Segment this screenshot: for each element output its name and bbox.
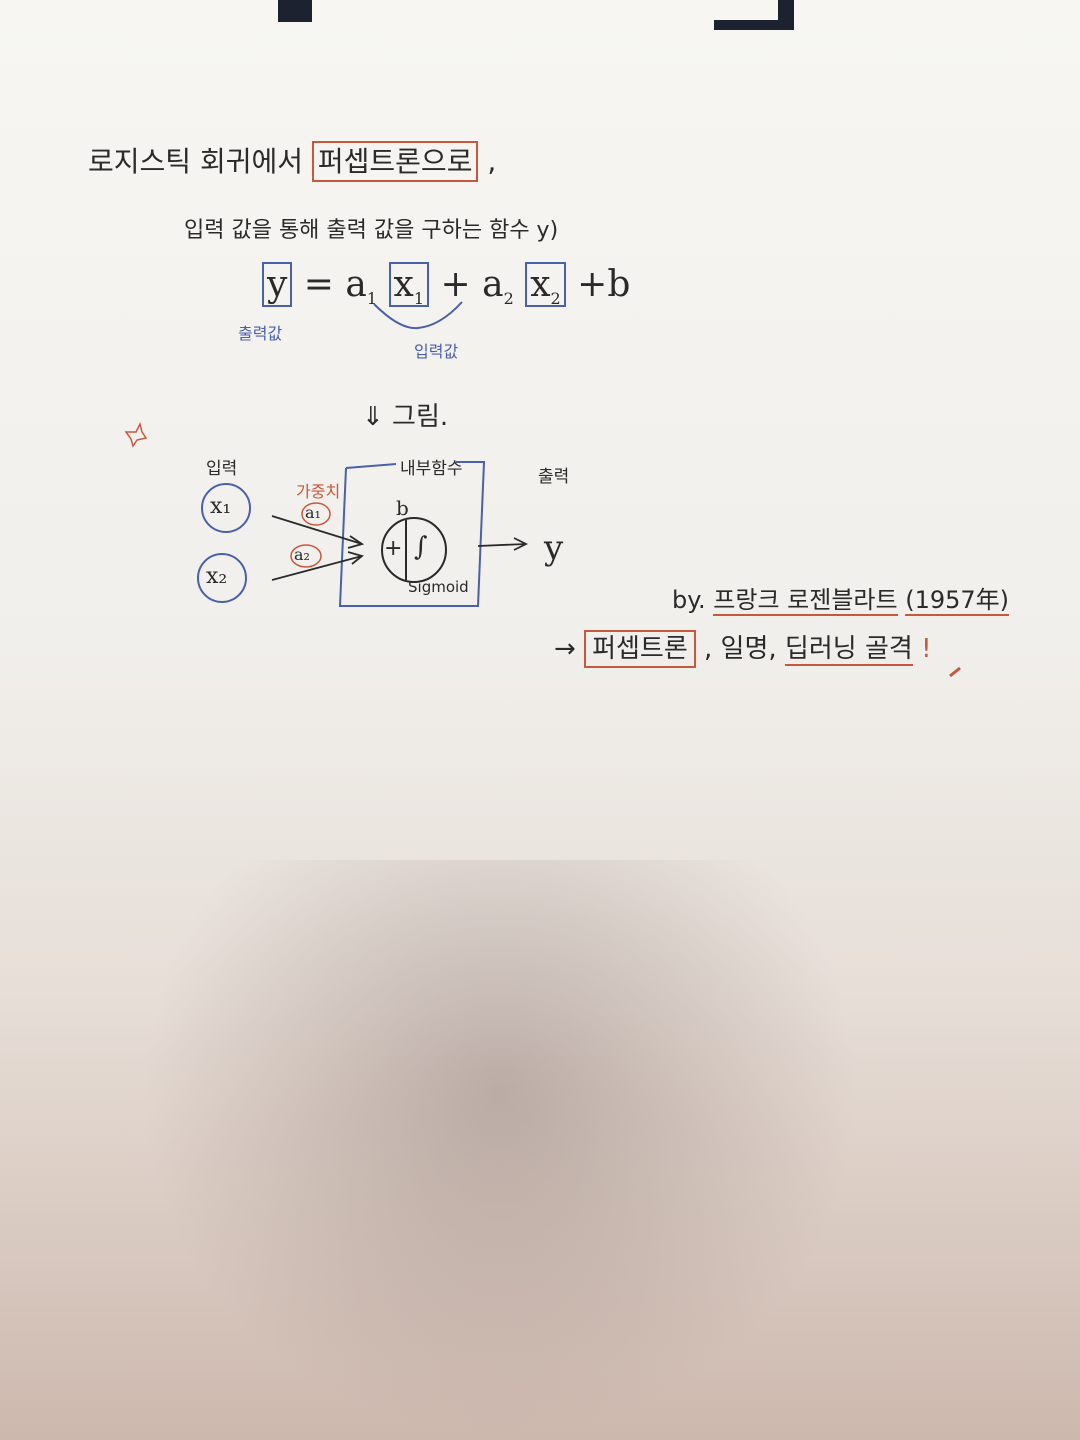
sum-symbol: + [384,536,403,561]
edge-x1 [271,515,363,545]
weight-node-a2 [290,544,322,568]
sigmoid-symbol: ∫ [414,532,428,562]
attribution-name: 프랑크 로젠블라트 [713,586,898,616]
summary-boxed-term: 퍼셉트론 [584,630,696,668]
attribution-line: by. 프랑크 로젠블라트 (1957年) [672,580,1010,616]
formula-x1: x1 [388,262,430,308]
summary-exclaim: ! [921,634,932,664]
a2-label: a₂ [294,545,310,564]
binder-clip-right [714,0,794,30]
formula-x2: x2 [525,262,566,308]
formula: y = a1 x1 + a2 x2 +b [262,262,631,309]
sigmoid-label: Sigmoid [408,578,469,596]
inner-function-box [338,461,486,607]
formula-a1: a [345,264,367,305]
output-value-label: 출력값 [238,324,283,343]
summary-arrow: → [554,634,576,664]
input-brace [373,301,463,330]
binder-clip-left [278,0,312,22]
formula-a2-sub: 2 [503,289,514,309]
input-node-x1 [201,483,251,533]
heading-prefix: 로지스틱 회귀에서 [88,145,303,178]
paper-shadow [140,860,860,1440]
weight-node-a1 [301,502,331,526]
formula-eq: = [303,264,334,305]
output-y: y [544,528,564,568]
inner-function-label: 내부함수 [400,459,463,479]
bias-label: b [396,496,409,520]
formula-plus1: + [440,264,471,305]
input-node-x2 [197,553,247,603]
formula-plus-b: +b [577,264,631,305]
formula-y: y [262,262,293,307]
definition-line: 입력 값을 통해 출력 값을 구하는 함수 y) [184,218,559,243]
output-label: 출력 [538,467,570,487]
attribution-year: (1957年) [905,586,1010,616]
edge-x2 [271,555,363,581]
figure-arrow-label: ⇓ 그림. [362,402,449,432]
summary-mid: , 일명, [704,634,777,664]
input-label: 입력 [206,459,238,479]
x2-label: x₂ [206,564,228,589]
formula-a2: a [482,264,504,305]
input-value-label: 입력값 [414,342,459,361]
x1-label: x₁ [210,494,232,519]
end-scribble [949,666,961,678]
summary-line: → 퍼셉트론 , 일명, 딥러닝 골격 ! [554,628,932,668]
heading-line: 로지스틱 회귀에서 퍼셉트론으로 , [88,140,497,182]
a1-label: a₁ [305,503,321,522]
heading-suffix: , [487,145,497,178]
weight-label: 가중치 [296,482,341,501]
formula-a1-sub: 1 [366,289,378,309]
heading-boxed-term: 퍼셉트론으로 [311,141,479,182]
neuron-node [381,517,447,583]
output-edge [477,543,527,547]
attribution-prefix: by. [672,586,706,614]
summary-underlined: 딥러닝 골격 [784,634,913,666]
star-mark [124,421,148,448]
